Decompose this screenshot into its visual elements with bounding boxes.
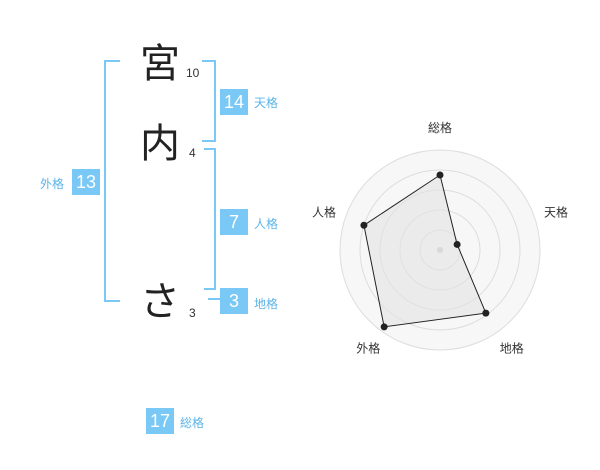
- chikaku-value: 3: [220, 288, 248, 314]
- radar-point: [453, 240, 461, 248]
- stroke-count-1: 10: [186, 66, 200, 80]
- radar-grid-ring: [359, 169, 521, 331]
- name-char-1: 宮: [140, 41, 180, 87]
- radar-axis-label: 総格: [428, 120, 452, 135]
- radar-axis-label: 天格: [544, 204, 568, 219]
- jinkaku-bracket: [204, 148, 216, 290]
- stroke-count-3: 3: [189, 306, 196, 320]
- tenkaku-bracket: [202, 60, 216, 142]
- radar-axis-label: 地格: [500, 341, 524, 356]
- jinkaku-value: 7: [220, 209, 248, 235]
- gaikaku-label: 外格: [40, 177, 65, 191]
- chikaku-connector: [208, 298, 220, 300]
- radar-point: [436, 171, 444, 179]
- name-char-3: さ: [140, 279, 180, 325]
- stroke-count-2: 4: [189, 146, 196, 160]
- radar-point: [380, 323, 388, 331]
- soukaku-label: 総格: [180, 416, 205, 430]
- radar-axis-label: 外格: [356, 341, 380, 356]
- radar-point: [360, 221, 368, 229]
- gaikaku-value: 13: [72, 169, 100, 195]
- radar-point: [482, 309, 490, 317]
- tenkaku-label: 天格: [254, 96, 279, 110]
- jinkaku-label: 人格: [254, 217, 279, 231]
- gaikaku-bracket: [104, 60, 120, 302]
- name-char-2: 内: [140, 121, 180, 167]
- soukaku-value: 17: [146, 408, 174, 434]
- radar-series-polygon: [363, 174, 487, 328]
- tenkaku-value: 14: [220, 89, 248, 115]
- chikaku-label: 地格: [254, 297, 279, 311]
- radar-axis-label: 人格: [312, 204, 336, 219]
